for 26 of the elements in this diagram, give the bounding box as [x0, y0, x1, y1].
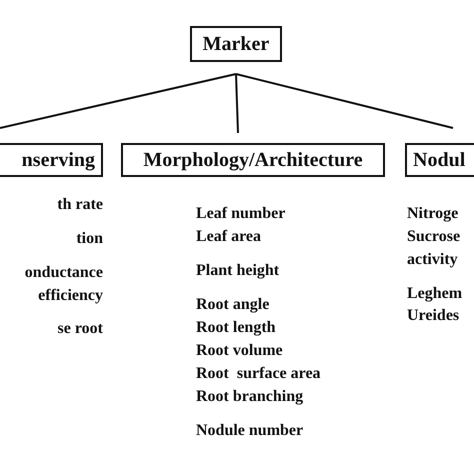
marker-label: Nitroge	[407, 205, 458, 223]
marker-label: Root branching	[196, 388, 304, 406]
marker-label: Plant height	[196, 262, 280, 280]
category-box: Marker	[190, 26, 282, 62]
category-box: Nodul	[405, 143, 474, 177]
marker-label: Root surface area	[196, 365, 321, 383]
marker-label: efficiency	[38, 287, 103, 305]
marker-label: onductance	[24, 264, 103, 282]
category-box: Morphology/Architecture	[121, 143, 385, 177]
marker-label: Root length	[196, 319, 276, 337]
marker-label: Sucrose	[407, 228, 460, 246]
connector-line	[235, 74, 239, 134]
marker-label: Leaf number	[196, 205, 286, 223]
connector-line	[0, 73, 236, 129]
marker-label: th rate	[57, 196, 103, 214]
marker-label: activity	[407, 251, 458, 269]
category-box: nserving	[0, 143, 103, 177]
marker-label: Nodule number	[196, 422, 304, 440]
marker-label: Root volume	[196, 342, 283, 360]
marker-label: Root angle	[196, 296, 270, 314]
marker-label: Ureides	[407, 307, 460, 325]
marker-label: tion	[76, 230, 103, 248]
marker-label: Leghem	[407, 285, 462, 303]
marker-label: Leaf area	[196, 228, 262, 246]
connector-line	[236, 73, 454, 129]
marker-label: se root	[58, 320, 103, 338]
